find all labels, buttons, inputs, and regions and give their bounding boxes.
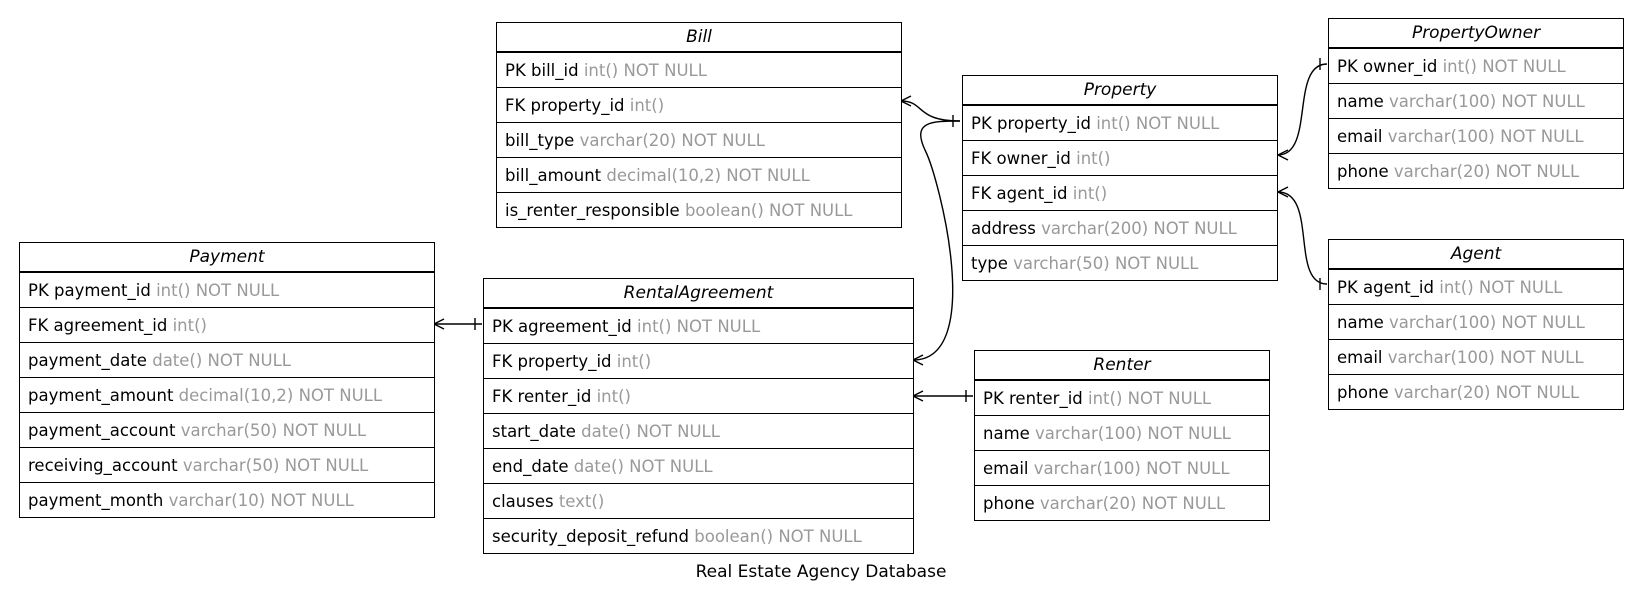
field-row: bill_type varchar(20) NOT NULL: [497, 122, 901, 157]
crowfoot-icon: [912, 354, 924, 366]
crowfoot-icon: [912, 390, 924, 402]
field-row: PK bill_id int() NOT NULL: [497, 52, 901, 87]
field-row: FK agent_id int(): [963, 175, 1277, 210]
entity-propertyowner[interactable]: PropertyOwner PK owner_id int() NOT NULL…: [1328, 18, 1624, 189]
field-row: payment_amount decimal(10,2) NOT NULL: [20, 377, 434, 412]
field-row: security_deposit_refund boolean() NOT NU…: [484, 518, 913, 553]
relationship-bill-property: [900, 100, 961, 122]
entity-title: Bill: [497, 23, 901, 52]
field-row: email varchar(100) NOT NULL: [1329, 118, 1623, 153]
crowfoot-icon: [1277, 149, 1289, 161]
field-row: FK agreement_id int(): [20, 307, 434, 342]
entity-renter[interactable]: Renter PK renter_id int() NOT NULL name …: [974, 350, 1270, 521]
field-row: phone varchar(20) NOT NULL: [975, 485, 1269, 520]
relationship-property-owner: [1277, 63, 1328, 156]
field-row: FK renter_id int(): [484, 378, 913, 413]
field-row: email varchar(100) NOT NULL: [1329, 339, 1623, 374]
field-row: clauses text(): [484, 483, 913, 518]
entity-title: RentalAgreement: [484, 279, 913, 308]
field-row: payment_date date() NOT NULL: [20, 342, 434, 377]
field-row: email varchar(100) NOT NULL: [975, 450, 1269, 485]
field-row: PK payment_id int() NOT NULL: [20, 272, 434, 307]
field-row: bill_amount decimal(10,2) NOT NULL: [497, 157, 901, 192]
relationship-property-agent: [1277, 191, 1328, 285]
field-row: FK property_id int(): [497, 87, 901, 122]
field-row: FK property_id int(): [484, 343, 913, 378]
entity-title: Agent: [1329, 240, 1623, 269]
field-row: name varchar(100) NOT NULL: [975, 415, 1269, 450]
field-row: name varchar(100) NOT NULL: [1329, 304, 1623, 339]
entity-property[interactable]: Property PK property_id int() NOT NULL F…: [962, 75, 1278, 281]
field-row: address varchar(200) NOT NULL: [963, 210, 1277, 245]
field-row: PK renter_id int() NOT NULL: [975, 380, 1269, 415]
entity-title: PropertyOwner: [1329, 19, 1623, 48]
field-row: PK agent_id int() NOT NULL: [1329, 269, 1623, 304]
entity-title: Renter: [975, 351, 1269, 380]
field-row: PK property_id int() NOT NULL: [963, 105, 1277, 140]
field-row: start_date date() NOT NULL: [484, 413, 913, 448]
relationship-agreement-property: [912, 120, 961, 361]
crowfoot-icon: [433, 318, 445, 330]
field-row: receiving_account varchar(50) NOT NULL: [20, 447, 434, 482]
field-row: end_date date() NOT NULL: [484, 448, 913, 483]
field-row: type varchar(50) NOT NULL: [963, 245, 1277, 280]
field-row: name varchar(100) NOT NULL: [1329, 83, 1623, 118]
field-row: is_renter_responsible boolean() NOT NULL: [497, 192, 901, 227]
field-row: FK owner_id int(): [963, 140, 1277, 175]
entity-agent[interactable]: Agent PK agent_id int() NOT NULL name va…: [1328, 239, 1624, 410]
entity-payment[interactable]: Payment PK payment_id int() NOT NULL FK …: [19, 242, 435, 518]
diagram-caption: Real Estate Agency Database: [695, 562, 947, 582]
field-row: phone varchar(20) NOT NULL: [1329, 153, 1623, 188]
entity-rentalagreement[interactable]: RentalAgreement PK agreement_id int() NO…: [483, 278, 914, 554]
field-row: PK agreement_id int() NOT NULL: [484, 308, 913, 343]
crowfoot-icon: [1277, 186, 1289, 198]
entity-title: Payment: [20, 243, 434, 272]
field-row: PK owner_id int() NOT NULL: [1329, 48, 1623, 83]
field-row: payment_month varchar(10) NOT NULL: [20, 482, 434, 517]
entity-bill[interactable]: Bill PK bill_id int() NOT NULL FK proper…: [496, 22, 902, 228]
field-row: payment_account varchar(50) NOT NULL: [20, 412, 434, 447]
field-row: phone varchar(20) NOT NULL: [1329, 374, 1623, 409]
crowfoot-icon: [900, 95, 912, 107]
entity-title: Property: [963, 76, 1277, 105]
